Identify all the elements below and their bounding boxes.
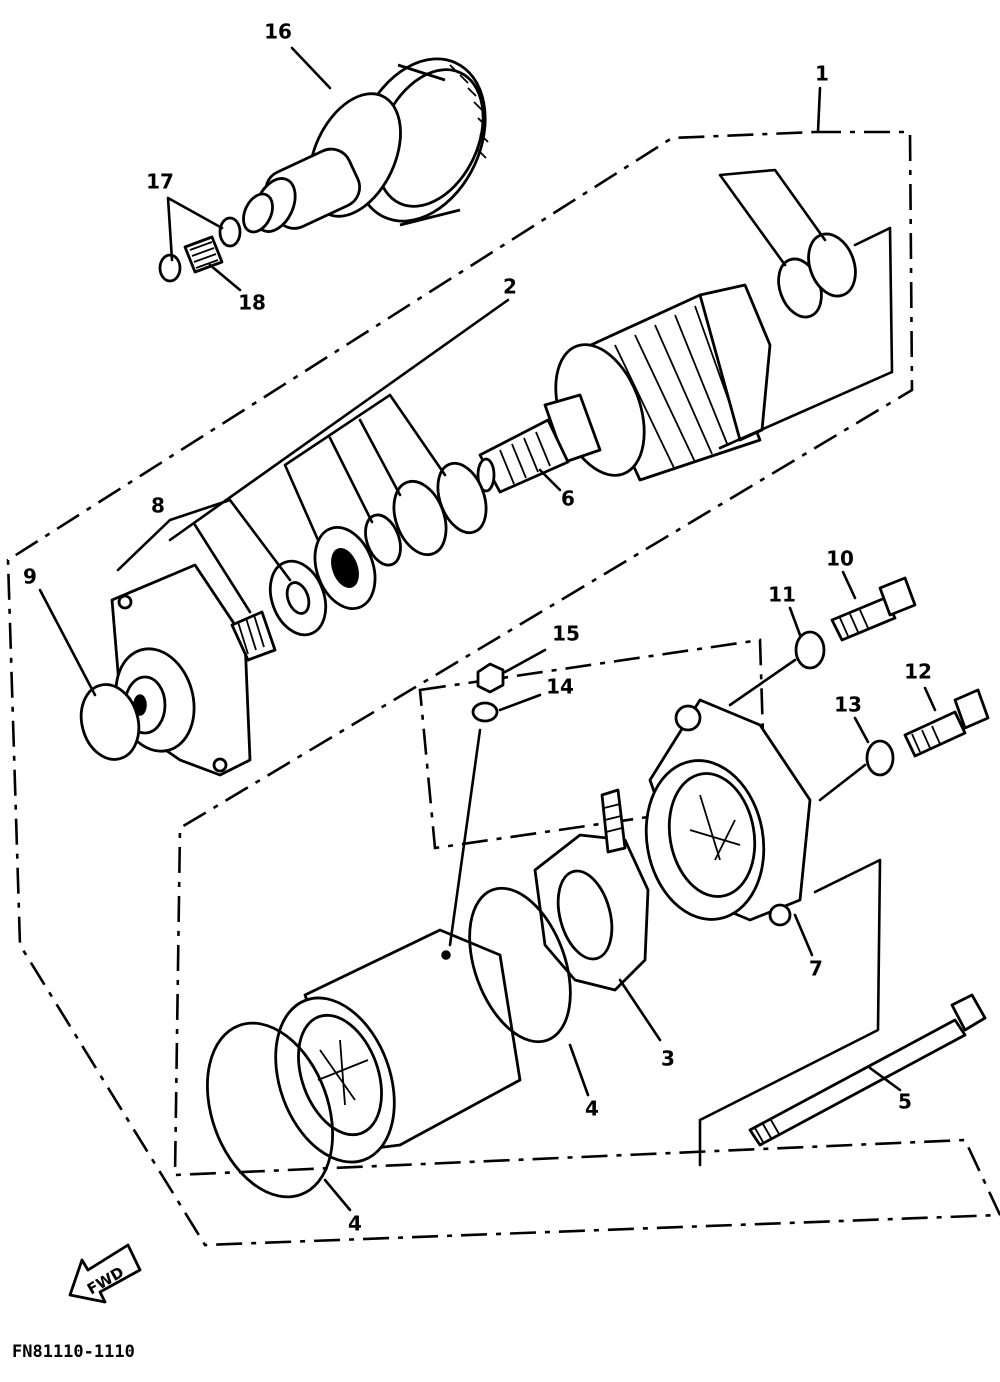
leader-3: [618, 978, 662, 1042]
label-18: 18: [238, 291, 266, 315]
label-4b: 4: [348, 1212, 362, 1236]
label-14: 14: [546, 675, 574, 699]
left-shims: [268, 461, 488, 637]
rear-cover: [644, 698, 812, 927]
label-8: 8: [151, 494, 165, 518]
leader-8: [116, 498, 292, 614]
washer-13: [865, 739, 895, 777]
label-12: 12: [904, 660, 932, 684]
label-10: 10: [826, 547, 854, 571]
through-bolt: [748, 993, 987, 1147]
leader-16: [290, 46, 332, 90]
gasket-rear: [468, 886, 572, 1044]
label-3: 3: [661, 1047, 675, 1071]
nut-washer: [471, 662, 505, 723]
forward-arrow-icon: FWD: [68, 1243, 142, 1304]
leader-11: [788, 606, 802, 637]
label-7: 7: [809, 957, 823, 981]
label-15: 15: [552, 622, 580, 646]
shim-leaders: [718, 168, 894, 450]
leader-7: [793, 913, 814, 957]
assembly-outline: [6, 130, 1000, 1247]
starter-clutch: [242, 57, 489, 234]
leader-14: [498, 693, 542, 712]
label-4a: 4: [585, 1097, 599, 1121]
leader-12: [923, 686, 937, 712]
armature: [476, 283, 772, 494]
gasket-front: [206, 1021, 334, 1199]
left-shim-leaders: [283, 393, 447, 542]
leader-18: [208, 263, 242, 292]
label-1: 1: [815, 62, 829, 86]
leader-9: [38, 588, 97, 697]
leader-10: [841, 570, 857, 600]
o-ring-9: [79, 683, 141, 761]
leader-1: [816, 86, 822, 134]
leader-13: [853, 716, 870, 744]
bolt-12: [903, 688, 990, 758]
label-11: 11: [768, 583, 796, 607]
label-9: 9: [23, 565, 37, 589]
leader-15: [503, 648, 547, 674]
label-6: 6: [561, 487, 575, 511]
leader-6: [538, 468, 562, 492]
washer-11: [794, 630, 826, 670]
bolt-axis-11: [728, 658, 797, 707]
clip-set: [158, 216, 242, 283]
leader-17: [166, 196, 224, 262]
bolt-10: [830, 576, 917, 642]
leader-14-axis: [448, 728, 482, 947]
bolt-axis-13: [818, 763, 867, 802]
label-17: 17: [146, 170, 174, 194]
label-2: 2: [503, 275, 517, 299]
leader-4a: [568, 1043, 590, 1097]
leader-4b: [323, 1178, 352, 1212]
label-5: 5: [898, 1090, 912, 1114]
yoke: [274, 928, 522, 1164]
right-shims: [777, 232, 857, 319]
figure-code: FN81110-1110: [12, 1342, 135, 1362]
label-16: 16: [264, 20, 292, 44]
leader-5: [698, 858, 902, 1167]
label-13: 13: [834, 693, 862, 717]
